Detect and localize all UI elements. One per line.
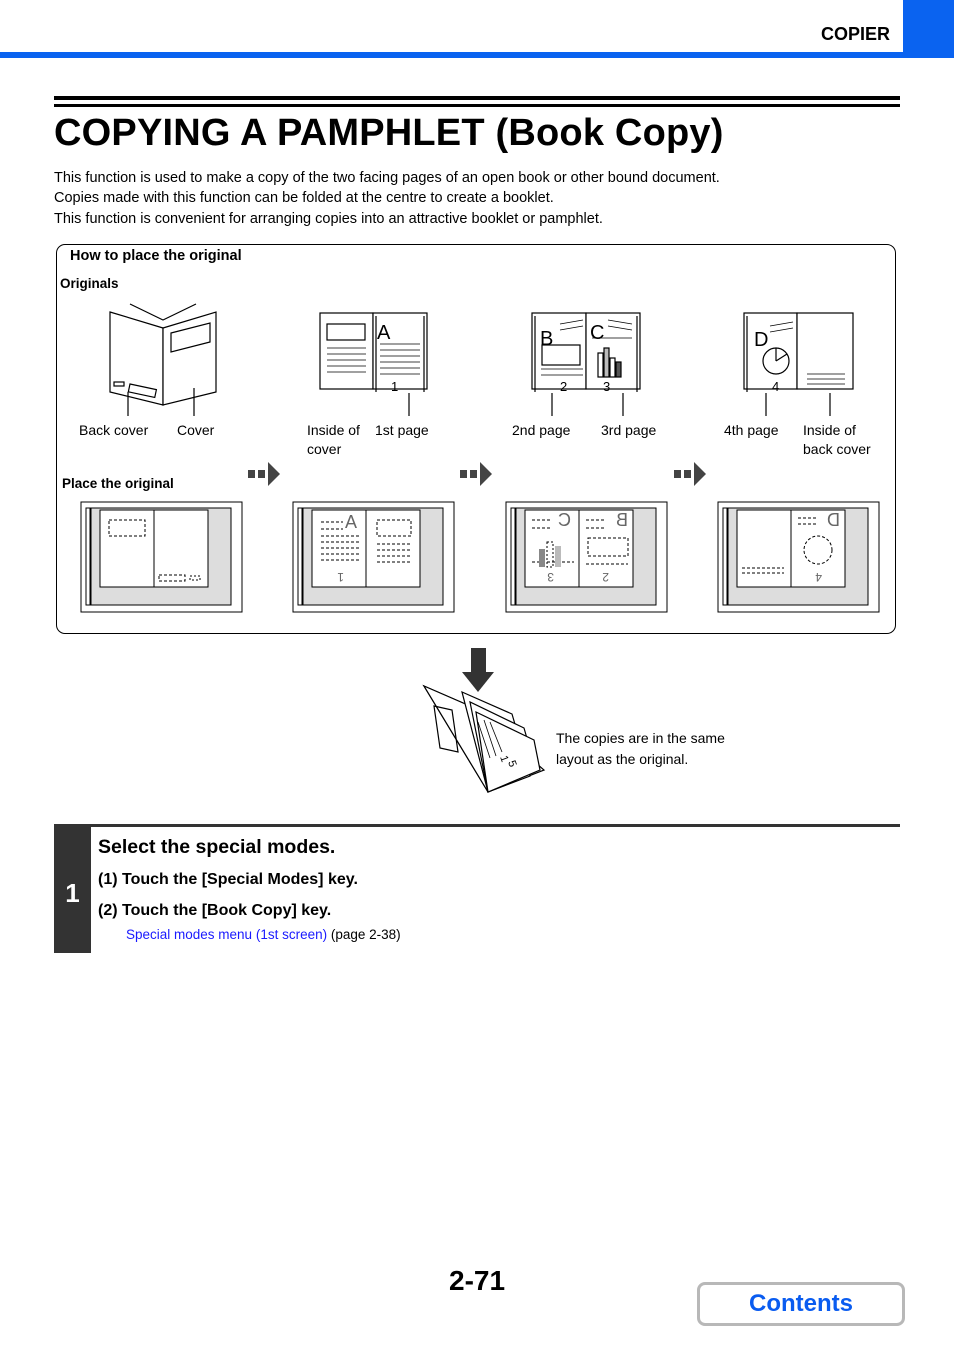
book-page2-3-illustration: [531, 312, 641, 416]
caption-second-page: 2nd page: [512, 422, 571, 438]
svg-text:D: D: [754, 329, 768, 351]
caption-cover: Cover: [177, 422, 215, 438]
caption-back-cover: Back cover: [79, 422, 149, 438]
page-number: 2-71: [449, 1265, 506, 1296]
svg-text:4: 4: [772, 379, 779, 394]
book-cover-illustration: [109, 303, 217, 416]
intro-line: Copies made with this function can be fo…: [54, 190, 554, 206]
substep-2: (2) Touch the [Book Copy] key.: [98, 902, 332, 919]
svg-text:3: 3: [603, 379, 610, 394]
header-bar: [0, 52, 954, 58]
title-rule-bottom: [54, 104, 900, 107]
caption-fourth-page: 4th page: [724, 422, 779, 438]
result-caption-line-2: layout as the original.: [556, 751, 689, 767]
svg-text:A: A: [345, 512, 357, 532]
placement-diagram-box: [56, 244, 896, 634]
section-label: COPIER: [820, 24, 890, 44]
svg-text:B: B: [540, 328, 553, 350]
page-title: COPYING A PAMPHLET (Book Copy): [54, 112, 724, 154]
title-rule-top: [54, 96, 900, 100]
svg-text:3: 3: [547, 570, 554, 584]
intro-line: This function is convenient for arrangin…: [54, 211, 603, 227]
substep-1: (1) Touch the [Special Modes] key.: [98, 871, 358, 888]
svg-text:4: 4: [815, 570, 822, 584]
step-number-bar: [54, 826, 91, 953]
reference-line: Special modes menu (1st screen) (page 2-…: [126, 927, 401, 942]
caption-inside-cover-2: cover: [307, 441, 342, 457]
svg-text:1: 1: [337, 570, 344, 584]
svg-text:A: A: [377, 322, 391, 344]
intro-line: This function is used to make a copy of …: [54, 170, 720, 186]
svg-text:1: 1: [497, 754, 510, 764]
caption-inside-cover: Inside of: [307, 422, 360, 438]
reference-page: (page 2-38): [327, 927, 401, 942]
svg-text:B: B: [616, 510, 628, 530]
folded-booklet-illustration: [422, 684, 546, 793]
svg-text:2: 2: [560, 379, 567, 394]
result-caption-line-1: The copies are in the same: [556, 730, 725, 746]
caption-inside-back-cover-2: back cover: [803, 441, 871, 457]
special-modes-link[interactable]: Special modes menu (1st screen): [126, 927, 328, 942]
book-page1-illustration: [319, 312, 428, 416]
step-rule: [54, 824, 900, 827]
header-tab: [903, 0, 954, 58]
placement-views: [80, 501, 880, 613]
caption-third-page: 3rd page: [601, 422, 657, 438]
next-step-arrows: [248, 462, 706, 486]
svg-text:C: C: [558, 510, 571, 530]
contents-button[interactable]: Contents: [697, 1282, 905, 1326]
caption-first-page: 1st page: [375, 422, 429, 438]
svg-text:D: D: [827, 510, 840, 530]
down-arrow-icon: [462, 648, 494, 692]
book-page4-illustration: [743, 312, 854, 416]
diagram-title: How to place the original: [70, 248, 242, 264]
step-number: 1: [65, 878, 80, 908]
svg-text:1: 1: [391, 379, 398, 394]
caption-inside-back-cover: Inside of: [803, 422, 856, 438]
step-title: Select the special modes.: [98, 836, 336, 858]
place-original-label: Place the original: [62, 476, 174, 491]
svg-text:2: 2: [602, 570, 609, 584]
book-copy-illustration: A B C D 1 2 3 4: [80, 303, 880, 793]
originals-label: Originals: [60, 276, 119, 291]
svg-text:5: 5: [505, 759, 518, 769]
svg-text:C: C: [590, 322, 604, 344]
